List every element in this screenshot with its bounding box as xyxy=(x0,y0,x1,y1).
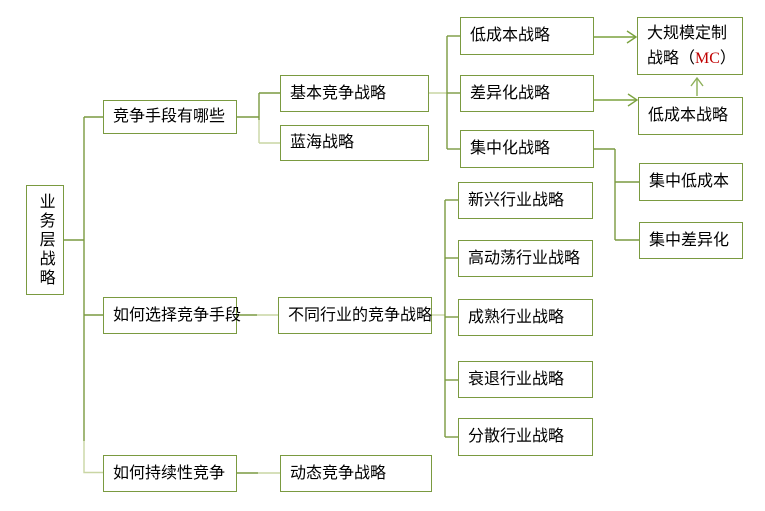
node-low-cost-strategy: 低成本战略 xyxy=(460,17,594,55)
node-industry-competition-strategies: 不同行业的竞争战略 xyxy=(278,297,432,334)
arrowhead-up-icon xyxy=(690,76,704,87)
focus-strategy-connectors xyxy=(594,148,639,241)
node-basic-competition-strategy: 基本竞争战略 xyxy=(280,75,429,112)
node-how-to-sustain-competition: 如何持续性竞争 xyxy=(103,455,237,492)
node-focused-low-cost: 集中低成本 xyxy=(639,163,743,201)
arrow-differentiation-to-low-cost xyxy=(594,93,639,107)
node-blue-ocean-strategy: 蓝海战略 xyxy=(280,125,429,161)
node-declining-industry-strategy: 衰退行业战略 xyxy=(458,361,593,398)
basic-strategy-connectors xyxy=(429,35,460,150)
node-low-cost-outcome: 低成本战略 xyxy=(638,97,743,135)
arrowhead-right-icon xyxy=(626,30,638,44)
node-fragmented-industry-strategy: 分散行业战略 xyxy=(458,418,593,456)
mass-customization-label: 大规模定制 战略（MC） xyxy=(647,25,736,67)
arrowhead-right-icon xyxy=(627,93,639,107)
node-focused-differentiation: 集中差异化 xyxy=(639,222,743,259)
node-turbulent-industry-strategy: 高动荡行业战略 xyxy=(458,240,593,277)
branch1-connectors xyxy=(237,92,280,144)
node-emerging-industry-strategy: 新兴行业战略 xyxy=(458,182,593,219)
arrow-low-cost-up-to-mass-customization xyxy=(690,76,704,96)
trunk-connectors xyxy=(64,116,103,474)
branch2-connectors xyxy=(237,199,458,438)
node-dynamic-competition-strategy: 动态竞争战略 xyxy=(280,455,432,492)
node-competition-methods: 竞争手段有哪些 xyxy=(103,100,237,134)
node-mass-customization-strategy: 大规模定制 战略（MC） xyxy=(637,17,743,75)
mc-abbreviation: MC xyxy=(695,50,720,67)
node-differentiation-strategy: 差异化战略 xyxy=(460,75,594,112)
arrow-low-cost-to-mass-customization xyxy=(594,30,638,44)
node-how-to-choose-competition-method: 如何选择竞争手段 xyxy=(103,297,241,334)
node-focus-strategy: 集中化战略 xyxy=(460,130,594,168)
node-mature-industry-strategy: 成熟行业战略 xyxy=(458,299,593,336)
node-business-level-strategy: 业务层战略 xyxy=(26,185,64,295)
